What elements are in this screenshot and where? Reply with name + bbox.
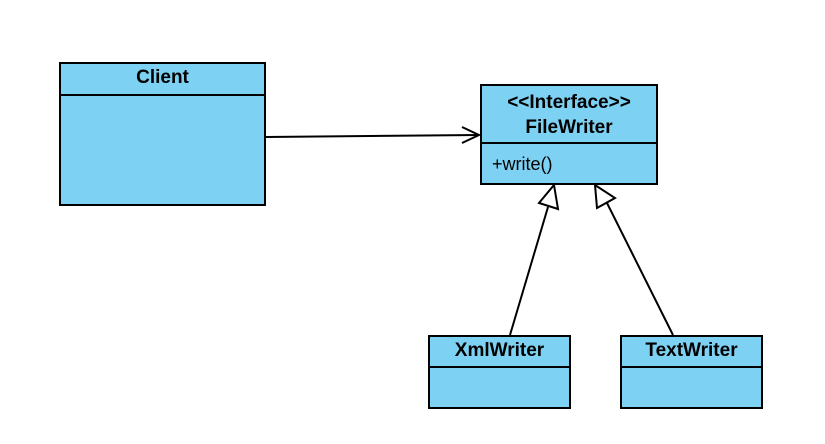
realization-arrowhead-textwriter bbox=[593, 183, 617, 210]
class-xmlwriter[interactable]: XmlWriter bbox=[428, 335, 571, 409]
realization-line-textwriter-filewriter bbox=[606, 202, 674, 336]
class-name: FileWriter bbox=[525, 117, 613, 138]
class-name: Client bbox=[136, 67, 189, 88]
class-filewriter-body: +write() bbox=[482, 144, 656, 175]
class-filewriter[interactable]: <<Interface>> FileWriter +write() bbox=[480, 84, 658, 185]
class-name: XmlWriter bbox=[454, 340, 545, 361]
association-line-client-filewriter bbox=[265, 134, 480, 138]
class-textwriter[interactable]: TextWriter bbox=[620, 335, 763, 409]
class-name: TextWriter bbox=[645, 340, 738, 361]
class-filewriter-header: <<Interface>> FileWriter bbox=[482, 86, 656, 144]
class-textwriter-header: TextWriter bbox=[622, 337, 761, 368]
method-write: +write() bbox=[492, 154, 553, 174]
class-client[interactable]: Client bbox=[59, 62, 266, 206]
realization-line-xmlwriter-filewriter bbox=[509, 206, 549, 336]
class-xmlwriter-header: XmlWriter bbox=[430, 337, 569, 368]
realization-arrowhead-xmlwriter bbox=[537, 182, 560, 211]
class-client-header: Client bbox=[61, 64, 264, 96]
association-arrowhead bbox=[461, 126, 482, 144]
stereotype-label: <<Interface>> bbox=[507, 92, 631, 113]
